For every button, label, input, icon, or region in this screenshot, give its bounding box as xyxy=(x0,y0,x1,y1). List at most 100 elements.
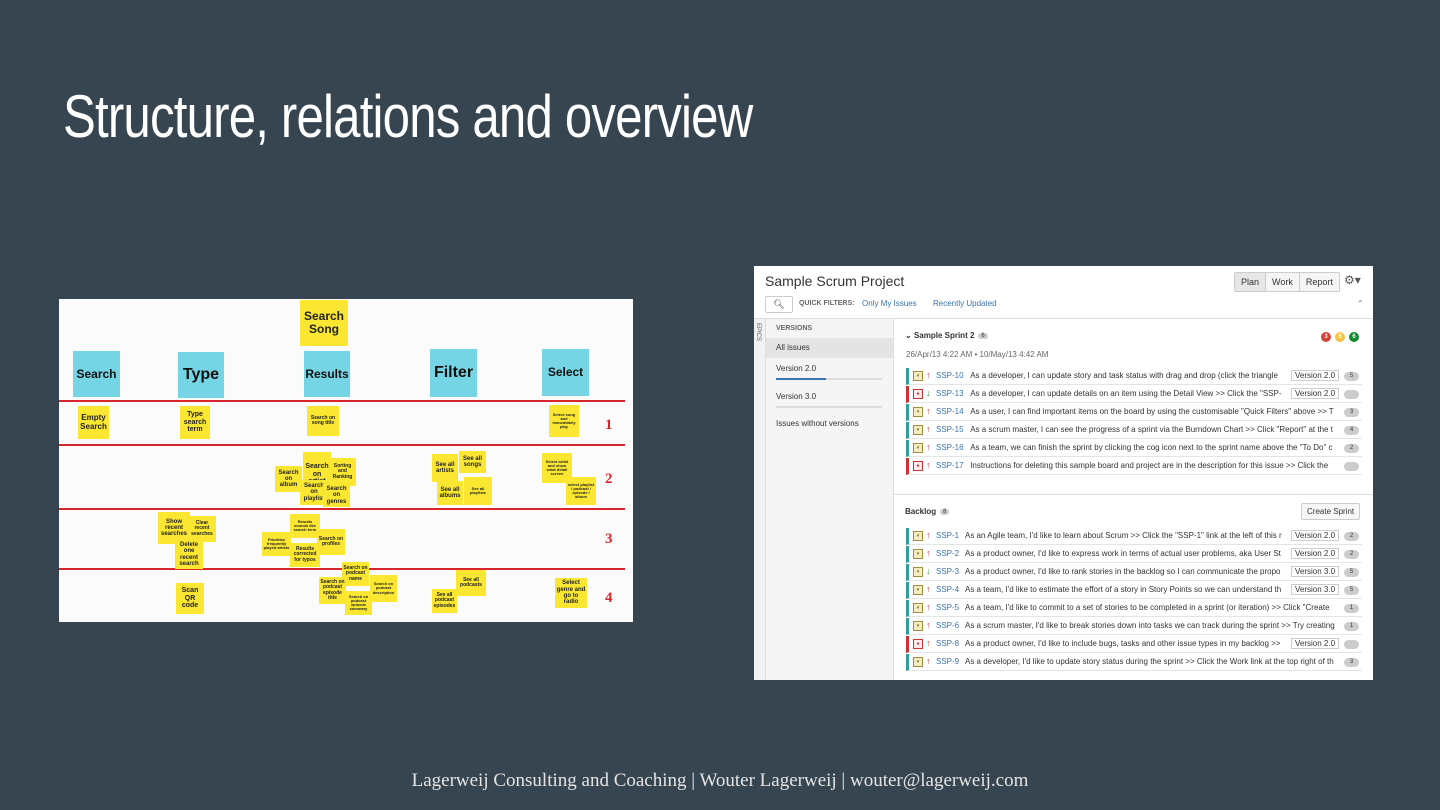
estimate-badge: 2 xyxy=(1344,550,1359,559)
story-card: Search on podcast episode summary xyxy=(345,591,372,615)
version-label: Version 3.0 xyxy=(1291,584,1340,595)
version-label: Version 2.0 xyxy=(1291,388,1340,399)
story-card: Results sounds like search term xyxy=(290,514,320,538)
issue-summary: Instructions for deleting this sample bo… xyxy=(970,461,1329,470)
priority-high-icon: ↑ xyxy=(926,424,931,434)
story-card: See all albums xyxy=(437,481,463,505)
epics-label: EPICS xyxy=(755,323,761,342)
issue-summary: As a developer, I can update story and t… xyxy=(970,371,1278,380)
quick-filter-only-my-issues[interactable]: Only My Issues xyxy=(862,299,917,308)
issue-key[interactable]: SSP-10 xyxy=(936,371,964,380)
row-number: 3 xyxy=(605,531,613,547)
sprint-dates: 26/Apr/13 4:22 AM • 10/May/13 4:42 AM xyxy=(906,350,1049,359)
sidebar-item-version-3[interactable]: Version 3.0 xyxy=(776,392,817,401)
issue-key[interactable]: SSP-16 xyxy=(936,443,964,452)
story-icon: ▾ xyxy=(913,603,923,613)
story-card: Search on podcast description xyxy=(370,575,397,602)
priority-high-icon: ↑ xyxy=(926,406,931,416)
estimate-badge: 2 xyxy=(1344,444,1359,453)
issue-summary: As a developer, I can update details on … xyxy=(970,389,1282,398)
estimate-badge xyxy=(1344,640,1359,649)
create-sprint-button[interactable]: Create Sprint xyxy=(1301,503,1361,520)
issue-key[interactable]: SSP-13 xyxy=(936,389,964,398)
issue-summary: As a scrum master, I can see the progres… xyxy=(970,425,1333,434)
priority-high-icon: ↑ xyxy=(926,460,931,470)
sprint-name: Sample Sprint 2 xyxy=(913,331,975,340)
issue-key[interactable]: SSP-5 xyxy=(936,603,960,612)
issue-key[interactable]: SSP-17 xyxy=(936,461,964,470)
issue-key[interactable]: SSP-8 xyxy=(936,639,960,648)
estimate-badge: 3 xyxy=(1344,408,1359,417)
story-card: Empty Search xyxy=(78,406,109,439)
version-2-progress xyxy=(776,378,882,380)
story-card: See all podcasts xyxy=(456,570,486,596)
plan-mode-button[interactable]: Plan xyxy=(1235,273,1266,291)
version-label: Version 2.0 xyxy=(1291,548,1340,559)
story-icon: ▾ xyxy=(913,549,923,559)
issue-key[interactable]: SSP-2 xyxy=(936,549,960,558)
story-icon: ▾ xyxy=(913,425,923,435)
issue-summary: As an Agile team, I'd like to learn abou… xyxy=(965,531,1282,540)
row-number: 4 xyxy=(605,590,613,606)
quick-filter-recently-updated[interactable]: Recently Updated xyxy=(933,299,997,308)
estimate-badge: 1 xyxy=(1344,604,1359,613)
version-label: Version 3.0 xyxy=(1291,566,1340,577)
story-card: Type search term xyxy=(180,406,210,439)
collapse-icon[interactable]: ⌃ xyxy=(1357,299,1364,308)
issue-key[interactable]: SSP-14 xyxy=(936,407,964,416)
versions-sidebar: VERSIONS All issues Version 2.0 Version … xyxy=(766,319,894,680)
issue-key[interactable]: SSP-4 xyxy=(936,585,960,594)
project-title: Sample Scrum Project xyxy=(765,273,905,289)
gear-icon[interactable]: ⚙▾ xyxy=(1344,273,1361,287)
priority-low-icon: ↓ xyxy=(926,566,931,576)
backlog-count: 8 xyxy=(940,508,950,515)
story-card: See all artists xyxy=(432,454,458,482)
sidebar-item-no-version[interactable]: Issues without versions xyxy=(776,419,859,428)
issue-key[interactable]: SSP-6 xyxy=(936,621,960,630)
priority-high-icon: ↑ xyxy=(926,638,931,648)
story-icon: ▾ xyxy=(913,621,923,631)
sidebar-item-version-2[interactable]: Version 2.0 xyxy=(776,364,817,373)
story-icon: ▾ xyxy=(913,443,923,453)
issue-key[interactable]: SSP-9 xyxy=(936,657,960,666)
priority-high-icon: ↑ xyxy=(926,656,931,666)
search-icon[interactable]: 🔍︎ xyxy=(765,296,793,313)
issue-key[interactable]: SSP-1 xyxy=(936,531,960,540)
sprint-count: 6 xyxy=(978,332,988,339)
issue-key[interactable]: SSP-3 xyxy=(936,567,960,576)
priority-high-icon: ↑ xyxy=(926,530,931,540)
story-card: Search on podcast episode title xyxy=(319,577,346,604)
report-mode-button[interactable]: Report xyxy=(1298,273,1339,291)
bug-icon: ● xyxy=(913,639,923,649)
story-card: See all podcast episodes xyxy=(432,589,457,613)
sidebar-item-all-issues[interactable]: All issues xyxy=(766,338,893,358)
epics-panel-toggle[interactable]: EPICS xyxy=(754,319,766,680)
story-card: Prioritise frequently played artists xyxy=(262,532,291,556)
issue-summary: As a user, I can find important items on… xyxy=(970,407,1334,416)
issue-key[interactable]: SSP-15 xyxy=(936,425,964,434)
issue-summary: As a team, I'd like to commit to a set o… xyxy=(965,603,1330,612)
work-mode-button[interactable]: Work xyxy=(1265,273,1299,291)
priority-high-icon: ↑ xyxy=(926,370,931,380)
status-todo-badge: 3 xyxy=(1321,332,1331,342)
issue-row[interactable]: ▾↑ SSP-15 As a scrum master, I can see the… xyxy=(906,422,1362,439)
quick-filters-label: QUICK FILTERS: xyxy=(799,300,855,307)
row-number: 1 xyxy=(605,417,613,433)
activity-card: Search xyxy=(73,351,120,397)
estimate-badge: 5 xyxy=(1344,568,1359,577)
